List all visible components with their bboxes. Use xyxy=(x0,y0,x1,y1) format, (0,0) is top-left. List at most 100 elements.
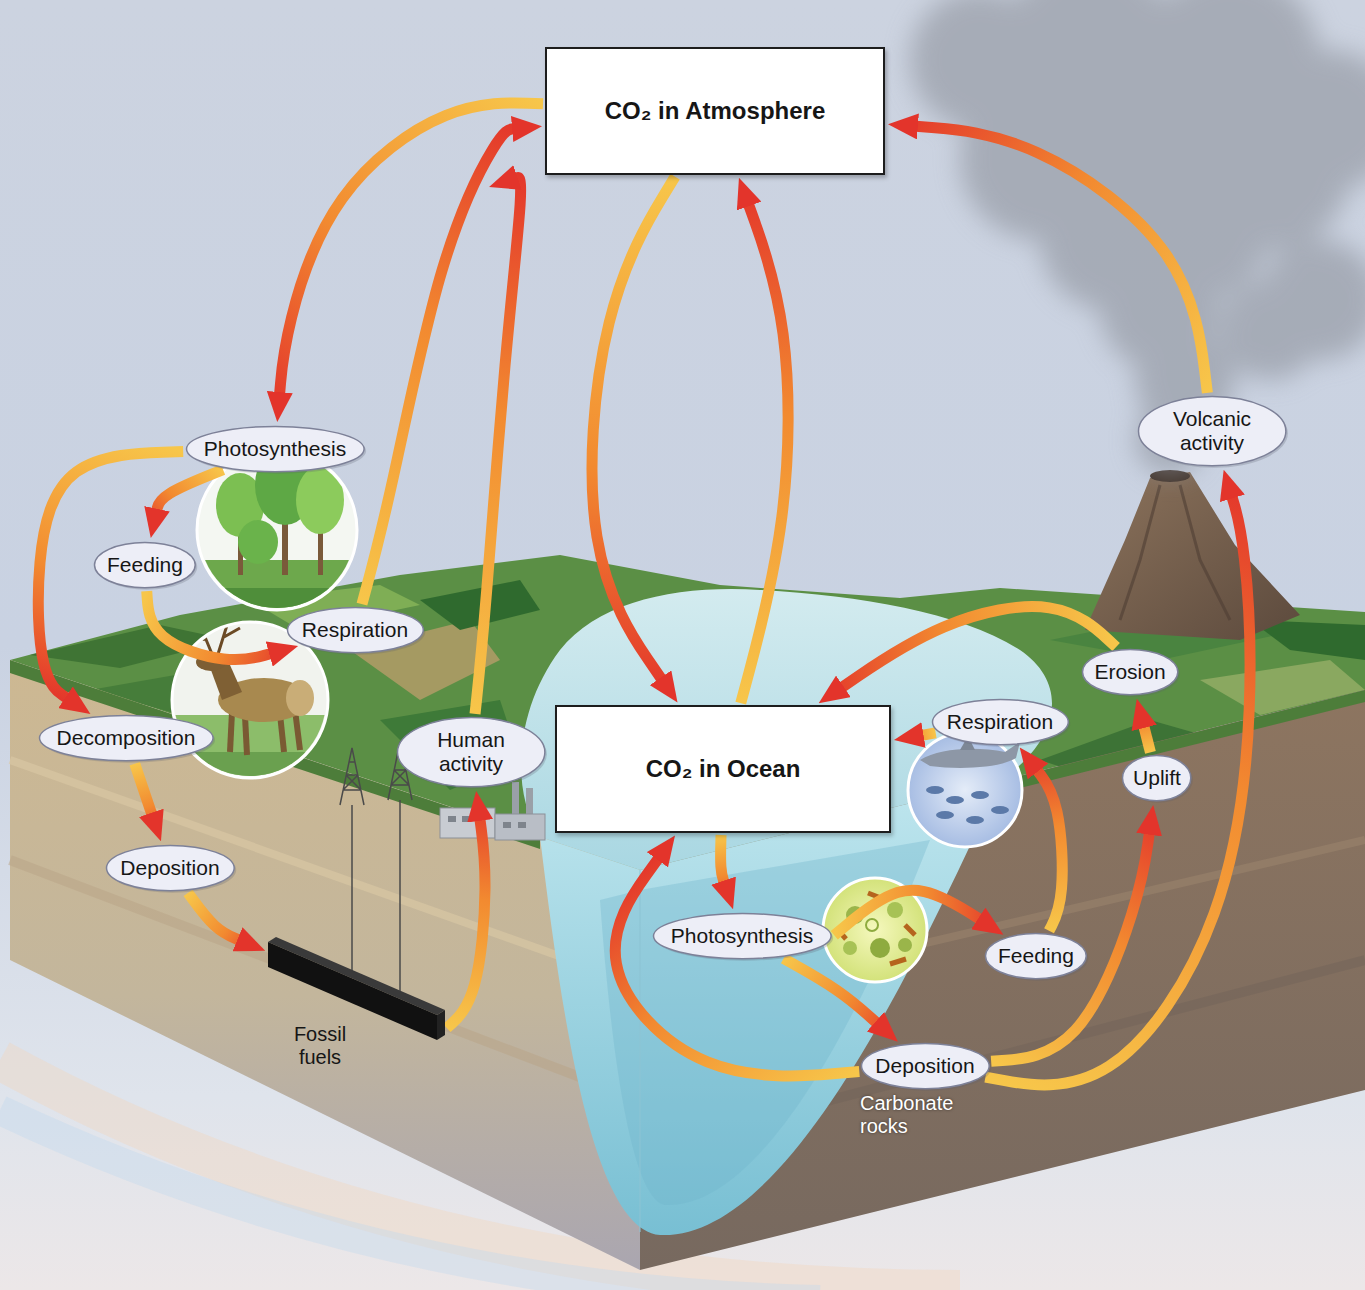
flow-arrow xyxy=(38,452,183,699)
flow-arrow xyxy=(447,819,485,1028)
volcano xyxy=(1085,472,1300,640)
node-label: Human activity xyxy=(421,728,521,776)
marine-animals-illustration xyxy=(936,811,954,819)
ellipse-outline xyxy=(932,699,1068,744)
ground-block xyxy=(10,660,640,1270)
ellipse-outline xyxy=(1082,649,1177,694)
flow-arrow xyxy=(147,591,271,660)
process-ellipse: Volcanic activity xyxy=(1137,395,1287,467)
forest-illustration xyxy=(238,520,278,564)
atmosphere-reservoir-box: CO₂ in Atmosphere xyxy=(545,47,885,175)
flow-arrow xyxy=(922,733,936,735)
marine-animals-illustration xyxy=(926,786,944,794)
node-label: Fossil fuels xyxy=(284,1023,356,1069)
plankton-illustration xyxy=(905,925,915,935)
process-ellipse: Deposition xyxy=(105,844,236,892)
factory xyxy=(512,782,519,816)
oil-derricks xyxy=(340,742,412,997)
marine-animals-illustration xyxy=(908,733,1022,847)
process-ellipse: Photosynthesis xyxy=(185,425,366,473)
marine-animals-illustration xyxy=(946,796,964,804)
elk-illustration xyxy=(295,710,300,750)
fossil-fuel-layer xyxy=(268,942,437,1040)
node-label: Respiration xyxy=(947,710,1053,734)
ground-block xyxy=(10,660,540,849)
ellipse-outline xyxy=(861,1043,989,1088)
node-label: Erosion xyxy=(1094,660,1165,684)
flow-arrow xyxy=(834,890,980,935)
node-label: Feeding xyxy=(107,553,183,577)
node-label: Deposition xyxy=(120,856,219,880)
ocean-basin xyxy=(639,870,641,1232)
elk-illustration xyxy=(230,712,232,752)
process-ellipse: Respiration xyxy=(286,606,425,654)
fossil-fuel-layer xyxy=(437,1010,445,1040)
plankton-illustration xyxy=(843,941,857,955)
ellipse-outline xyxy=(1138,396,1285,465)
plankton-illustration xyxy=(887,902,903,918)
factory xyxy=(518,822,526,828)
ellipse-outline xyxy=(1123,755,1191,800)
ellipse-outline xyxy=(186,426,364,471)
flow-arrow xyxy=(842,607,1116,688)
factory xyxy=(448,816,456,822)
node-label: Photosynthesis xyxy=(204,437,346,461)
factory xyxy=(526,788,533,816)
ellipse-outline xyxy=(653,913,831,958)
flow-arrow xyxy=(985,496,1250,1085)
process-ellipse: Erosion xyxy=(1081,648,1179,696)
volcanic-smoke xyxy=(1260,50,1365,190)
reservoir-label: Carbonate rocks xyxy=(860,1092,970,1138)
factory xyxy=(495,814,545,840)
node-label: Decomposition xyxy=(57,726,196,750)
ellipse-outline xyxy=(106,845,234,890)
marine-animals-illustration xyxy=(966,816,984,824)
flow-arrow xyxy=(188,893,239,940)
elk-illustration xyxy=(286,680,314,716)
node-label: CO₂ in Atmosphere xyxy=(605,97,825,125)
process-ellipse: Photosynthesis xyxy=(652,912,833,960)
process-ellipse: Human activity xyxy=(396,716,546,788)
factory xyxy=(462,816,470,822)
flow-arrow xyxy=(991,833,1149,1062)
ellipse-outline xyxy=(39,715,213,760)
connector-group xyxy=(38,103,1250,1085)
plankton-illustration xyxy=(866,919,878,931)
process-ellipse: Respiration xyxy=(931,698,1070,746)
ocean-reservoir-box: CO₂ in Ocean xyxy=(555,705,891,833)
process-ellipse: Feeding xyxy=(93,541,197,589)
node-label: Respiration xyxy=(302,618,408,642)
oil-derricks xyxy=(340,748,364,805)
flow-arrow xyxy=(741,204,788,703)
volcano xyxy=(1085,470,1300,640)
flow-arrow xyxy=(784,959,877,1024)
flow-arrow xyxy=(1144,726,1151,752)
node-label: Deposition xyxy=(875,1054,974,1078)
process-ellipse: Deposition xyxy=(860,1042,991,1090)
plankton-illustration xyxy=(890,959,906,964)
flow-arrow xyxy=(615,858,859,1076)
ellipse-outline xyxy=(95,542,196,587)
node-label: Photosynthesis xyxy=(671,924,813,948)
factory xyxy=(440,782,545,840)
marine-animals-illustration xyxy=(908,733,1022,847)
plankton-illustration xyxy=(870,938,890,958)
fossil-fuel-deposit: Fossil fuels xyxy=(262,935,452,1085)
factory xyxy=(503,822,511,828)
marine-animals-illustration xyxy=(991,806,1009,814)
marine-animals-illustration xyxy=(971,791,989,799)
oil-derricks xyxy=(399,800,401,997)
elk-illustration xyxy=(190,612,240,654)
volcano xyxy=(1120,485,1230,620)
plankton-illustration xyxy=(898,938,912,952)
flow-arrow xyxy=(592,177,675,680)
elk-illustration xyxy=(245,716,247,755)
volcanic-smoke xyxy=(1220,280,1320,380)
ellipse-outline xyxy=(397,717,544,786)
node-label: CO₂ in Ocean xyxy=(646,755,801,783)
